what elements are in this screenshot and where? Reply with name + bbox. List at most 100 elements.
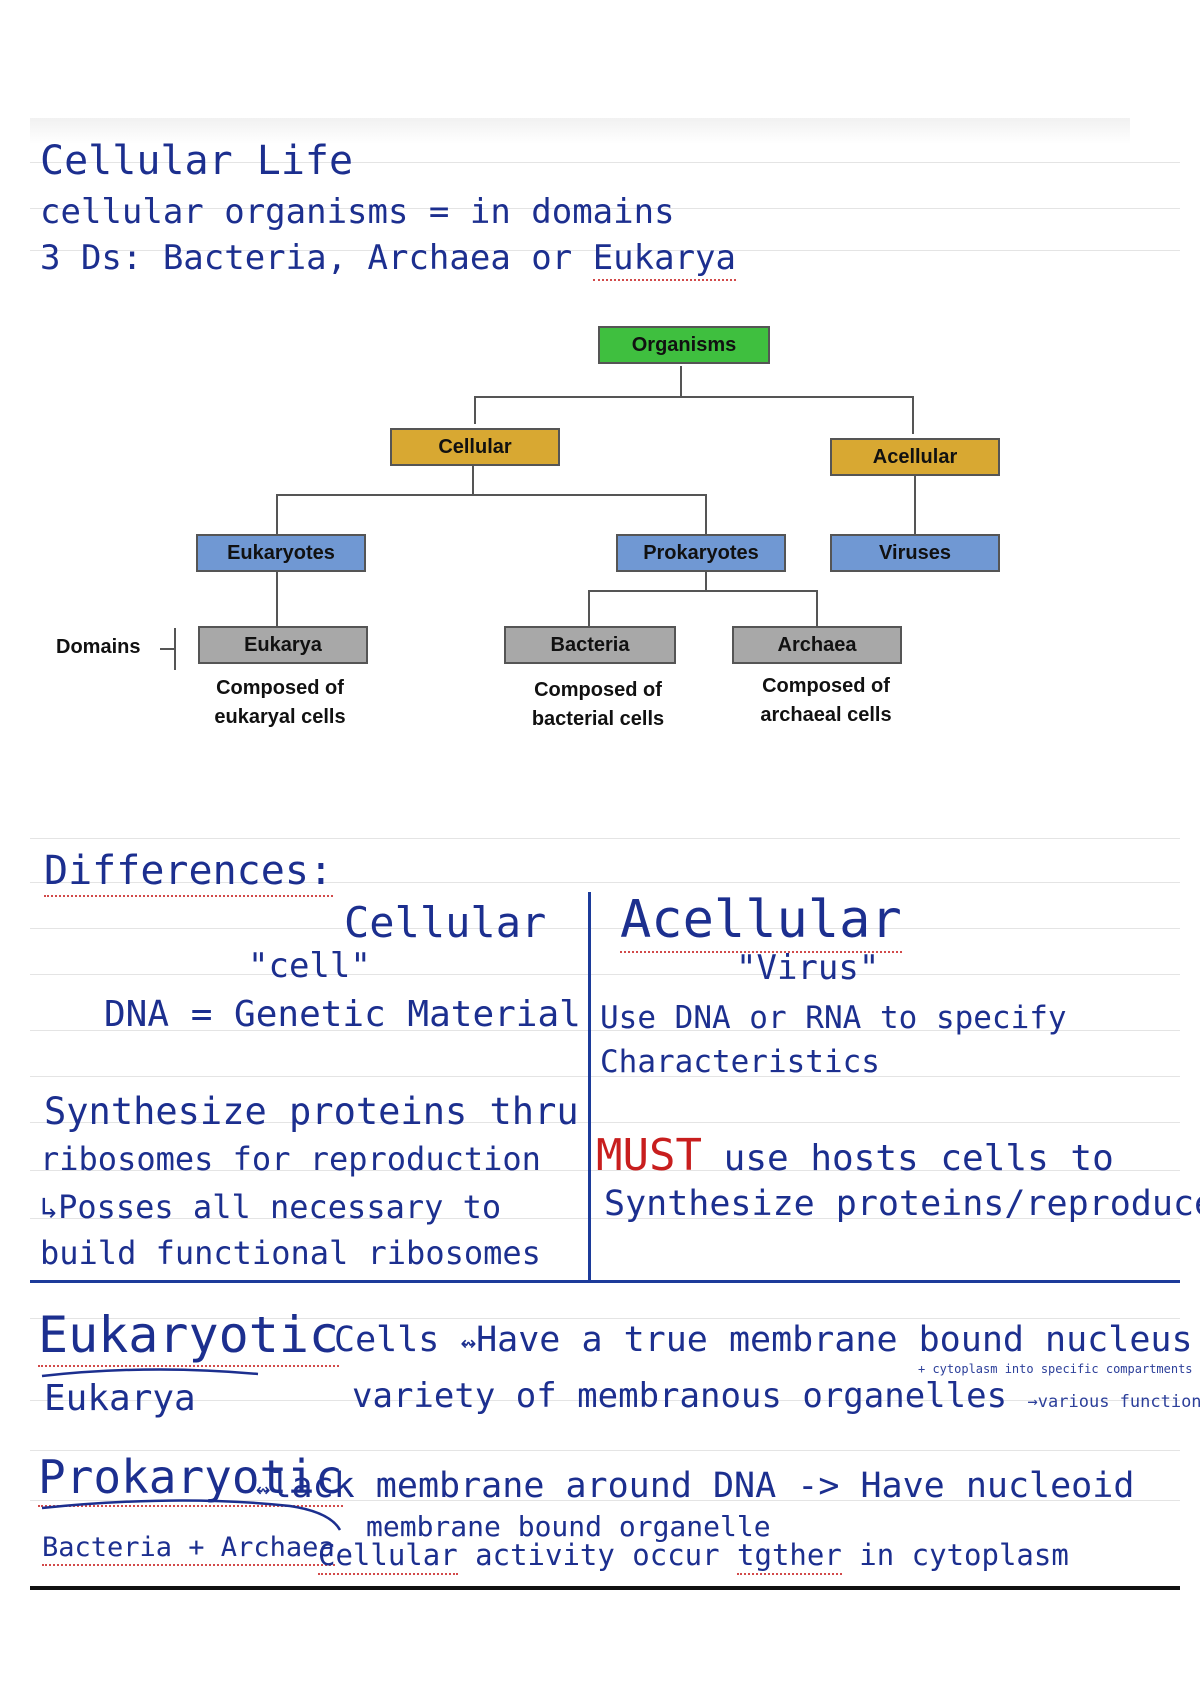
acellular-synth-line: Synthesize proteins/reproduce: [604, 1184, 1200, 1224]
ruled-line: [30, 1400, 1180, 1401]
caption-archaea: Composed of archaeal cells: [726, 672, 926, 730]
ruled-line: [30, 1030, 1180, 1031]
ruled-line: [30, 928, 1180, 929]
header-line-3ds: 3 Ds: Bacteria, Archaea or Eukarya: [40, 238, 736, 281]
acellular-column-title: Acellular: [620, 890, 902, 953]
node-cellular: Cellular: [390, 428, 560, 466]
caption-line: archaeal cells: [760, 704, 892, 726]
paper-edge-shadow: [30, 118, 1130, 144]
acellular-title-text: Acellular: [620, 890, 902, 953]
ruled-line: [30, 1218, 1180, 1219]
curved-arrow-icon: [41, 1499, 342, 1531]
ruled-line: [30, 162, 1180, 163]
tree-connector: [705, 494, 707, 534]
prokaryotic-line-3: Cellular activity occur tgther in cytopl…: [318, 1538, 1069, 1575]
prokaryotic-activity-text: activity occur: [457, 1538, 738, 1572]
ruled-line: [30, 1122, 1180, 1123]
node-eukaryotes: Eukaryotes: [196, 534, 366, 572]
double-arrow-icon: ↭: [256, 1475, 271, 1503]
node-bacteria: Bacteria: [504, 626, 676, 664]
ruled-line: [30, 974, 1180, 975]
eukaryotic-nucleus-text: Have a true membrane bound nucleus: [476, 1320, 1193, 1360]
tree-connector: [474, 396, 914, 398]
tree-connector: [588, 590, 590, 626]
cellular-synth-line: Synthesize proteins thru: [44, 1090, 579, 1133]
prokaryotic-sub-text: Bacteria + Archaea: [42, 1532, 335, 1566]
cellular-column-subtitle: "cell": [248, 946, 371, 986]
eukaryotic-cytoplasm-note: + cytoplasm into specific compartments: [918, 1362, 1193, 1376]
caption-line: eukaryal cells: [214, 706, 346, 728]
eukaryotic-cells-text: Cells: [334, 1320, 440, 1360]
tree-connector: [588, 590, 818, 592]
ruled-line: [30, 1076, 1180, 1077]
tree-connector: [472, 464, 474, 496]
tree-connector: [276, 568, 278, 626]
node-prokaryotes: Prokaryotes: [616, 534, 786, 572]
cellular-synth-line: ↳Posses all necessary to: [40, 1188, 501, 1226]
tree-connector: [680, 366, 682, 398]
domains-label: Domains: [56, 636, 141, 658]
prokaryotic-heading: Prokaryotic: [38, 1450, 343, 1507]
eukaryotic-heading-text: Eukaryotic: [38, 1306, 340, 1367]
eukaryotic-line-1: Cells ↭Have a true membrane bound nucleu…: [334, 1320, 1193, 1360]
cellular-synth-text: Posses all necessary to: [58, 1188, 502, 1226]
caption-eukarya: Composed of eukaryal cells: [180, 674, 380, 732]
acellular-column-subtitle: "Virus": [736, 948, 880, 988]
header-line-3ds-text: 3 Ds: Bacteria, Archaea or: [40, 238, 593, 278]
ruled-line: [30, 1450, 1180, 1451]
prokaryotic-tgther-text: tgther: [737, 1538, 842, 1575]
prokaryotic-line-2: membrane bound organelle: [366, 1510, 771, 1543]
cellular-dna-note: DNA = Genetic Material: [104, 994, 581, 1035]
header-line-3ds-highlight: Eukarya: [592, 238, 736, 281]
node-archaea: Archaea: [732, 626, 902, 664]
tree-connector: [912, 396, 914, 434]
must-emphasis: MUST: [596, 1130, 702, 1181]
caption-line: Composed of: [762, 675, 890, 697]
node-viruses: Viruses: [830, 534, 1000, 572]
tree-connector: [276, 494, 707, 496]
differences-heading: Differences:: [44, 848, 333, 897]
differences-heading-text: Differences:: [44, 848, 333, 897]
tree-connector: [474, 396, 476, 424]
prokaryotic-heading-text: Prokaryotic: [38, 1450, 343, 1507]
column-divider: [588, 892, 591, 1282]
tree-connector: [276, 494, 278, 534]
page-bottom-rule: [30, 1586, 1180, 1590]
acellular-must-line: MUST use hosts cells to: [596, 1130, 1114, 1181]
ruled-line: [30, 882, 1180, 883]
cellular-column-title: Cellular: [344, 898, 547, 947]
ruled-line: [30, 208, 1180, 209]
ruled-line: [30, 1170, 1180, 1171]
tree-connector: [816, 590, 818, 626]
eukaryotic-organelles-text: of membranous organelles: [495, 1376, 1008, 1416]
tree-connector: [914, 474, 916, 534]
node-acellular: Acellular: [830, 438, 1000, 476]
must-rest-text: use hosts cells to: [701, 1138, 1114, 1179]
acellular-use-line: Characteristics: [600, 1044, 880, 1080]
domains-bracket: [160, 648, 176, 650]
prokaryotic-line-1-text: lack membrane around DNA -> Have nucleoi…: [270, 1466, 1135, 1506]
prokaryotic-cellular-text: Cellular: [318, 1538, 458, 1575]
prokaryotic-line-1: ↭lack membrane around DNA -> Have nucleo…: [256, 1466, 1134, 1506]
caption-line: bacterial cells: [531, 708, 665, 730]
node-organisms: Organisms: [598, 326, 770, 364]
cellular-synth-line: ribosomes for reproduction: [40, 1140, 541, 1178]
header-line-domains: cellular organisms = in domains: [40, 192, 675, 232]
eukaryotic-various-note: various functions: [1037, 1392, 1200, 1412]
ruled-line: [30, 1318, 1180, 1319]
eukaryotic-variety-text: variety: [352, 1376, 496, 1416]
ruled-line: [30, 1500, 1180, 1501]
prokaryotic-cytoplasm-text: in cytoplasm: [841, 1538, 1069, 1572]
acellular-use-line: Use DNA or RNA to specify: [600, 1000, 1067, 1036]
tree-connector: [705, 568, 707, 592]
eukaryotic-heading: Eukaryotic: [38, 1306, 340, 1367]
cellular-synth-line: build functional ribosomes: [40, 1234, 541, 1272]
caption-bacteria: Composed of bacterial cells: [498, 676, 698, 734]
double-arrow-icon: ↭: [460, 1328, 477, 1358]
eukaryotic-sub: Eukarya: [44, 1378, 196, 1419]
underline-swoop: [41, 1368, 259, 1378]
ruled-line: [30, 838, 1180, 839]
eukaryotic-line-2: variety of membranous organelles →variou…: [352, 1376, 1200, 1416]
section-divider: [30, 1280, 1180, 1283]
